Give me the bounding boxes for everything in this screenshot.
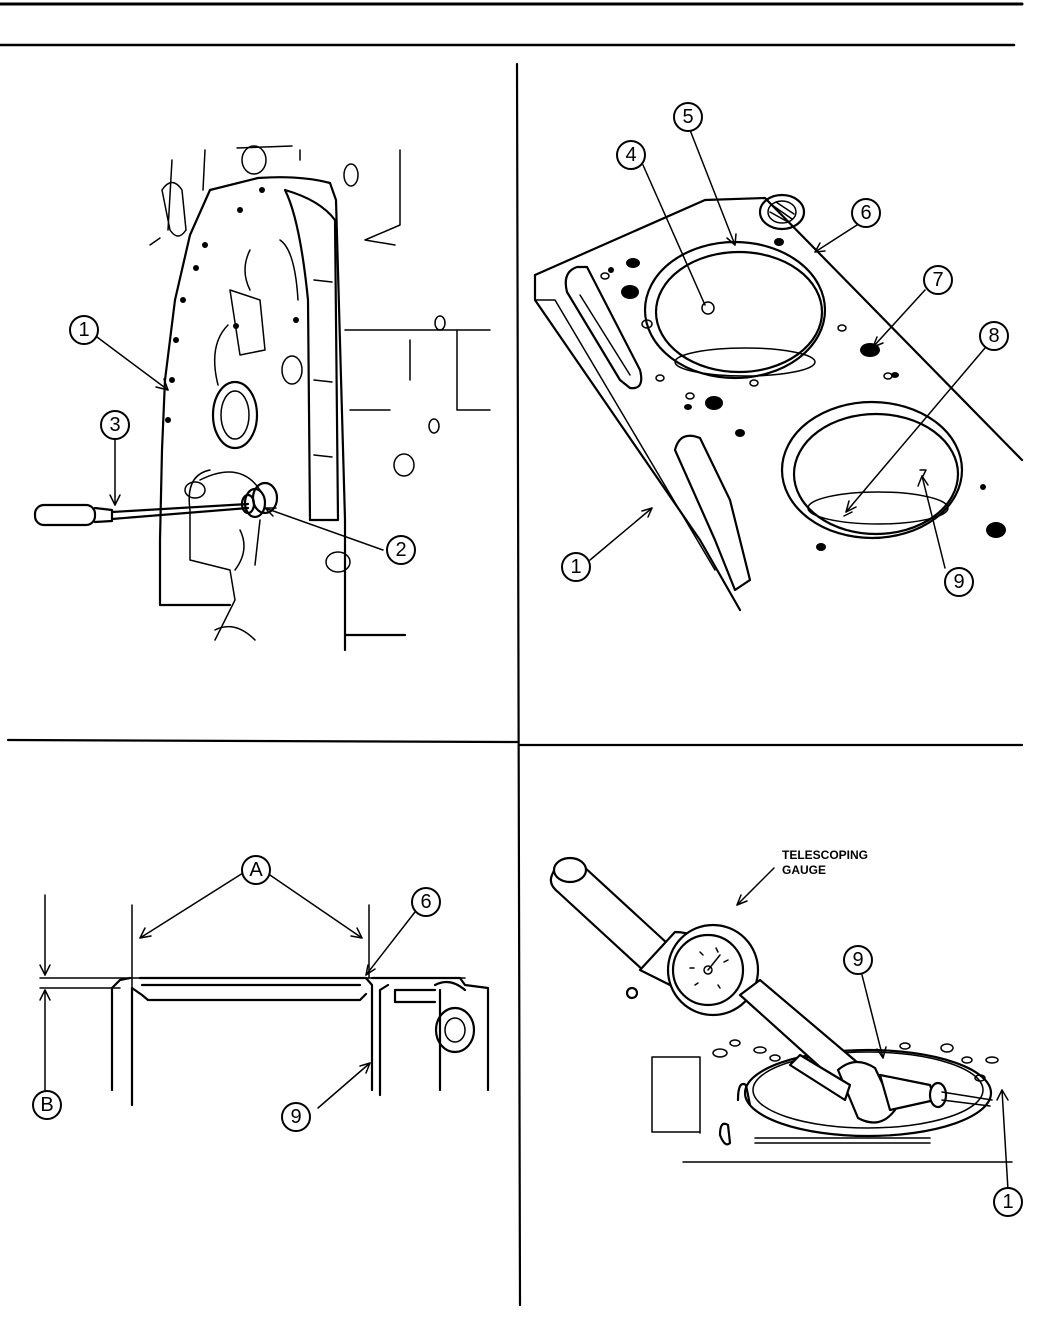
callout-8: 8: [980, 322, 1008, 350]
panel-4-illustration: [551, 858, 1012, 1190]
svg-text:6: 6: [860, 202, 871, 224]
callout-6-panel3: 6: [412, 888, 440, 916]
svg-text:7: 7: [932, 269, 943, 291]
svg-text:TELESCOPING: TELESCOPING: [782, 848, 868, 862]
svg-text:9: 9: [290, 1106, 301, 1128]
threaded-boss: [760, 195, 804, 229]
callout-A: A: [242, 856, 270, 884]
callout-2: 2: [387, 536, 415, 564]
svg-text:8: 8: [988, 325, 999, 347]
svg-text:9: 9: [852, 949, 863, 971]
svg-text:5: 5: [682, 106, 693, 128]
svg-text:6: 6: [420, 891, 431, 913]
header-rules: [0, 4, 1022, 45]
svg-text:2: 2: [395, 539, 406, 561]
svg-text:9: 9: [953, 571, 964, 593]
callout-4: 4: [617, 141, 645, 169]
panel-2-illustration: [535, 130, 1022, 610]
callout-5: 5: [674, 103, 702, 131]
telescoping-gauge: [551, 858, 992, 1123]
svg-text:1: 1: [570, 556, 581, 578]
callout-3: 3: [101, 411, 129, 439]
panel-1-illustration: [35, 146, 490, 650]
svg-text:B: B: [40, 1094, 53, 1116]
svg-text:1: 1: [78, 319, 89, 341]
callout-9-panel4: 9: [844, 946, 872, 974]
bore-1: [645, 242, 825, 378]
svg-text:1: 1: [1002, 1191, 1013, 1213]
callout-1-panel2: 1: [562, 553, 590, 581]
svg-text:GAUGE: GAUGE: [782, 863, 826, 877]
callout-B: B: [33, 1091, 61, 1119]
callout-1: 1: [70, 316, 98, 344]
callout-6: 6: [852, 199, 880, 227]
puller-tool: [35, 489, 265, 525]
svg-text:A: A: [249, 859, 263, 881]
svg-text:3: 3: [109, 414, 120, 436]
callout-7: 7: [924, 266, 952, 294]
callout-9-panel3: 9: [282, 1103, 310, 1131]
callout-9-panel2: 9: [945, 568, 973, 596]
svg-text:4: 4: [625, 144, 636, 166]
callout-1-panel4: 1: [994, 1188, 1022, 1216]
telescoping-gauge-label: TELESCOPING GAUGE: [782, 848, 868, 877]
bore-2: [782, 402, 962, 538]
